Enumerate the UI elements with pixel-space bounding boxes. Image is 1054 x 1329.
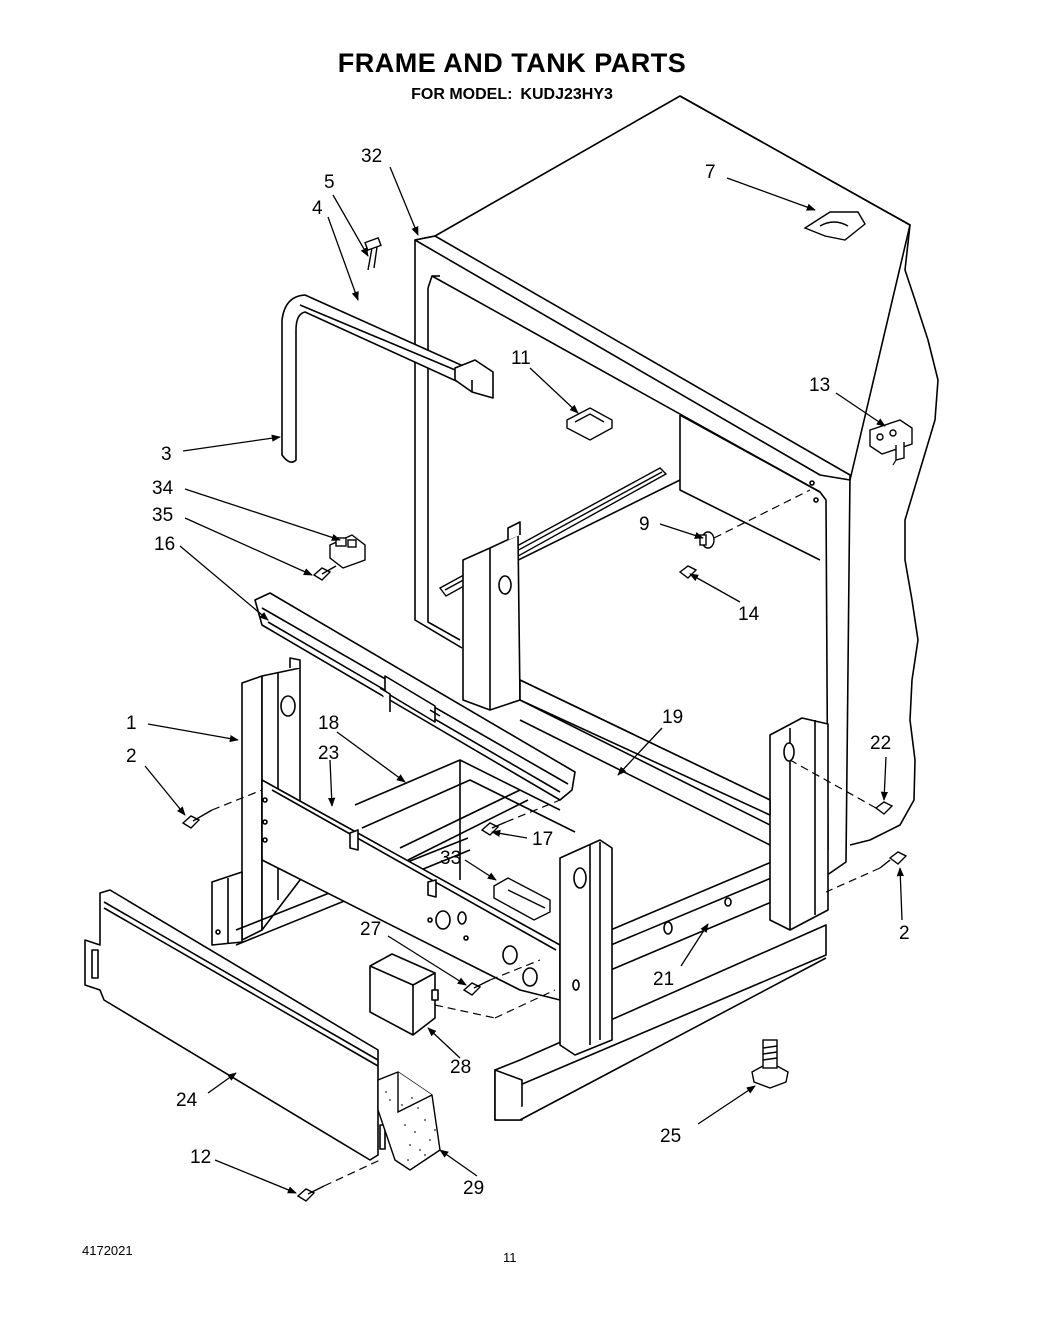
callout-17: 17	[532, 829, 553, 850]
rail-16	[254, 592, 576, 801]
callout-14: 14	[738, 604, 760, 625]
callout-29: 29	[463, 1178, 484, 1199]
callout-18: 18	[318, 713, 339, 734]
handle-3	[281, 294, 494, 463]
pad-33	[493, 877, 551, 921]
screws	[181, 531, 908, 1202]
callout-23: 23	[318, 743, 339, 764]
callout-34: 34	[152, 478, 174, 499]
callout-12: 12	[190, 1147, 211, 1168]
callout-3: 3	[161, 444, 172, 465]
screw-5	[364, 236, 382, 271]
callout-19: 19	[662, 707, 683, 728]
assembly-lines	[211, 459, 897, 1187]
callout-25: 25	[660, 1126, 681, 1147]
model-line: FOR MODEL: KUDJ23HY3	[0, 86, 1024, 104]
bracket-7	[803, 211, 866, 241]
callout-2-right: 2	[899, 923, 910, 944]
switch-34	[329, 534, 366, 569]
callout-28: 28	[450, 1057, 471, 1078]
bracket-13	[869, 419, 913, 461]
leveling-leg-25	[751, 1039, 789, 1089]
page-number: 11	[503, 1250, 517, 1265]
clip-11	[566, 407, 613, 441]
callout-11: 11	[511, 348, 531, 369]
callout-32: 32	[361, 146, 382, 167]
callout-21: 21	[653, 969, 674, 990]
callout-1: 1	[126, 713, 137, 734]
callout-35: 35	[152, 505, 173, 526]
callout-27: 27	[360, 919, 381, 940]
document-number: 4172021	[82, 1243, 133, 1258]
leader-lines	[144, 166, 904, 1194]
pad-29	[377, 1071, 441, 1171]
model-number: KUDJ23HY3	[520, 86, 613, 103]
kick-panel-24	[84, 889, 386, 1161]
right-base-frame	[494, 679, 829, 1121]
page-title: FRAME AND TANK PARTS	[337, 48, 687, 78]
callout-4: 4	[312, 198, 323, 219]
callout-16: 16	[154, 534, 175, 555]
box-28	[369, 953, 439, 1036]
tank	[414, 95, 939, 881]
callout-7: 7	[705, 162, 716, 183]
callout-9: 9	[639, 514, 650, 535]
center-frame	[261, 759, 576, 1001]
callout-24: 24	[176, 1090, 198, 1111]
callout-22: 22	[870, 733, 891, 754]
callout-13: 13	[809, 375, 830, 396]
callout-2-left: 2	[126, 746, 137, 767]
callout-33: 33	[440, 848, 461, 869]
rear-left-post	[462, 521, 521, 711]
model-label: FOR MODEL:	[411, 86, 513, 103]
callout-5: 5	[324, 172, 335, 193]
callout-labels: 32 5 4 7 11 13 3 34 35 16 9 14 1 18 19 2…	[126, 146, 910, 1199]
